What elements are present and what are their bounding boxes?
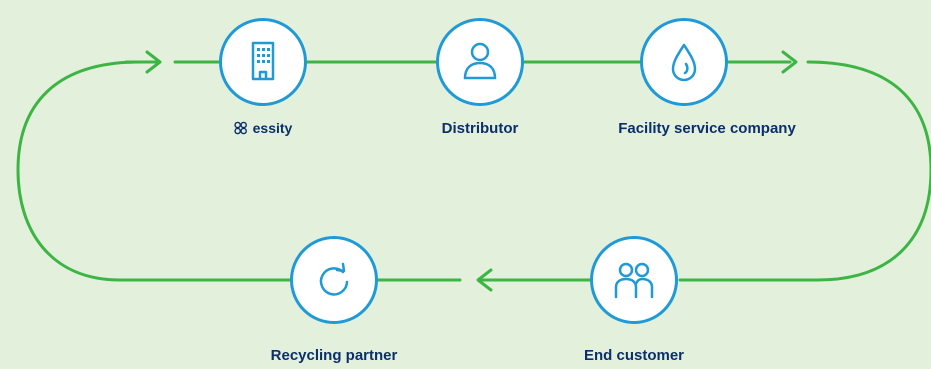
essity-brand-text: essity	[252, 120, 293, 136]
essity-logo-icon	[234, 121, 247, 135]
person-icon	[463, 42, 497, 80]
flow-curve-left	[16, 60, 294, 282]
arrow-head-bottom	[476, 268, 493, 292]
node-label-essity: essity	[234, 120, 293, 136]
node-facility-service-company	[640, 18, 728, 106]
node-recycling-partner	[290, 236, 378, 324]
building-icon	[251, 41, 275, 81]
node-essity	[219, 18, 307, 106]
water-drop-icon	[671, 43, 697, 82]
node-label-recycling-partner: Recycling partner	[270, 347, 398, 364]
two-people-icon	[614, 262, 654, 299]
node-distributor	[436, 18, 524, 106]
node-label-distributor: Distributor	[441, 120, 519, 137]
arrow-head-top-right	[781, 50, 798, 74]
node-end-customer	[590, 236, 678, 324]
node-label-end-customer: End customer	[583, 347, 685, 364]
refresh-arrow-icon	[319, 262, 349, 296]
node-label-facility: Facility service company	[618, 120, 796, 137]
